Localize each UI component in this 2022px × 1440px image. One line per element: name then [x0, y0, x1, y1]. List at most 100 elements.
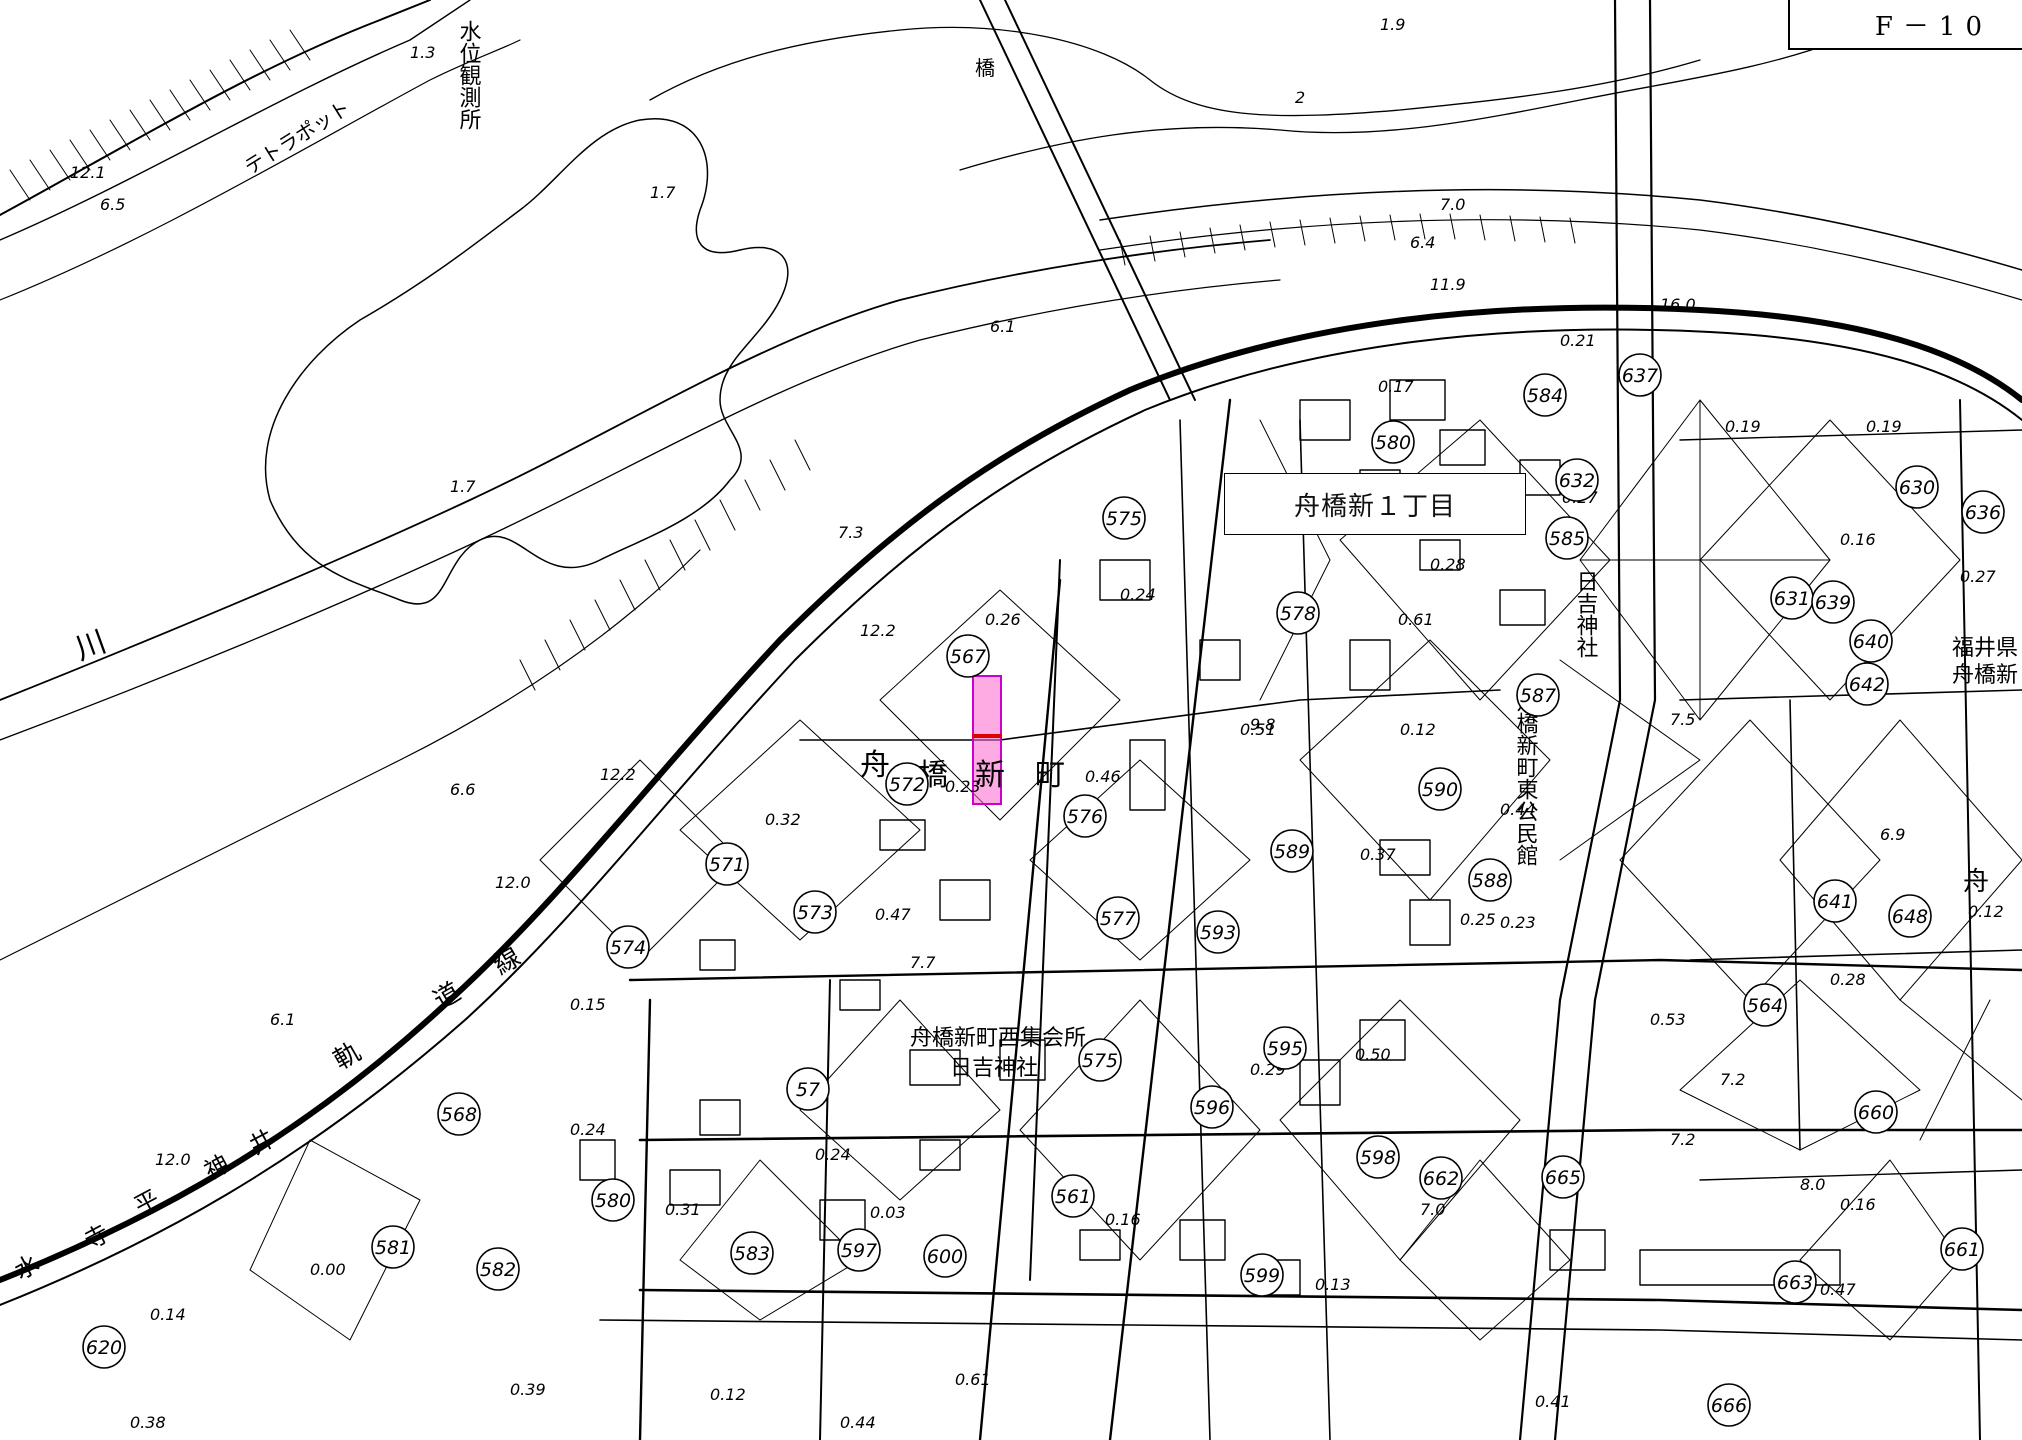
- sheet-number: F－10: [1874, 12, 1992, 42]
- river-bank-line: [649, 26, 1701, 117]
- river-bank-line: [959, 39, 1841, 171]
- lot-number-text: 661: [1944, 1239, 1980, 1261]
- lot-number-text: 665: [1545, 1167, 1581, 1189]
- shrine-west-label: 日吉神社: [950, 1056, 1038, 1081]
- area-name: 舟橋新１丁目: [1293, 491, 1456, 522]
- road: [1518, 0, 1622, 1440]
- lot-number-text: 666: [1711, 1395, 1747, 1417]
- lot-circle: [606, 925, 650, 969]
- road: [1699, 1169, 2022, 1181]
- lot-number-text: 573: [797, 902, 833, 924]
- road: [1108, 398, 1232, 1440]
- lot-number-text: 598: [1360, 1147, 1396, 1169]
- map-labels: 水位観測所 テトラポット 橋 川 舟 橋 新 町 道 線 軌 平 神 井 水 寺…: [10, 15, 2018, 1432]
- elevation-value: 1.3: [410, 43, 435, 62]
- rail-label-3: 軌: [329, 1037, 367, 1076]
- elevation-value: 0.21: [1560, 331, 1596, 350]
- road: [979, 0, 1171, 401]
- lot-number-text: 640: [1853, 631, 1889, 653]
- levee-hatch: [9, 29, 1576, 691]
- lot-number-text: 584: [1527, 385, 1563, 407]
- elevation-value: 12.2: [860, 621, 896, 640]
- road: [638, 998, 652, 1440]
- lot-number-text: 571: [709, 854, 745, 876]
- lot-number: 662: [1419, 1156, 1463, 1200]
- elevation-value: 0.16: [1840, 1195, 1876, 1214]
- lot-number-text: 620: [86, 1337, 122, 1359]
- road: [799, 689, 1501, 741]
- levee-line: [0, 279, 1281, 741]
- lot-number-text: 575: [1106, 508, 1142, 530]
- elevation-value: 6.1: [990, 317, 1015, 336]
- lot-circle: [476, 1247, 520, 1291]
- lot-number-text: 637: [1622, 365, 1658, 387]
- lot-circle: [730, 1231, 774, 1275]
- lot-circle: [786, 1067, 830, 1111]
- lot-circle: [1845, 662, 1889, 706]
- lot-circle: [946, 634, 990, 678]
- road: [1029, 559, 1061, 1281]
- lot-circle: [1270, 829, 1314, 873]
- hall-west-label: 舟橋新町西集会所: [910, 1026, 1086, 1051]
- lot-number-text: 648: [1892, 906, 1928, 928]
- lot-circle: [591, 1178, 635, 1222]
- lot-number-text: 57: [796, 1079, 820, 1101]
- lot-number: 642: [1845, 662, 1889, 706]
- lot-number-text: 572: [889, 774, 925, 796]
- elevation-value: 0.46: [1085, 767, 1121, 786]
- river-sandbar: [264, 117, 789, 605]
- lot-circle: [923, 1234, 967, 1278]
- elevation-value: 12.0: [155, 1150, 191, 1169]
- lot-circle: [1190, 1085, 1234, 1129]
- area-name-box: 舟橋新１丁目: [1224, 473, 1526, 535]
- lot-number: 660: [1854, 1090, 1898, 1134]
- sheet-number-box: F－10: [1788, 0, 2022, 50]
- elevation-value: 7.0: [1420, 1200, 1445, 1219]
- lot-circle: [1743, 983, 1787, 1027]
- elevation-value: 7.5: [1670, 710, 1695, 729]
- elevation-value: 12.0: [495, 873, 531, 892]
- elevation-value: 0.38: [130, 1413, 166, 1432]
- lot-circle: [885, 762, 929, 806]
- road: [638, 1128, 2022, 1142]
- lot-number-text: 593: [1200, 922, 1236, 944]
- lot-circle: [1418, 767, 1462, 811]
- lot-number: 580: [1371, 420, 1415, 464]
- lot-circle: [1849, 619, 1893, 663]
- lot-circle: [1895, 465, 1939, 509]
- elevation-value: 0.03: [870, 1203, 906, 1222]
- elevation-value: 0.50: [1355, 1045, 1391, 1064]
- elevation-value: 16.0: [1660, 295, 1696, 314]
- lot-number-text: 564: [1747, 995, 1783, 1017]
- lot-circle: [1419, 1156, 1463, 1200]
- fukui-label-1: 福井県: [1952, 636, 2018, 661]
- lot-number: 587: [1516, 673, 1560, 717]
- elevation-value: 9.8: [1250, 715, 1275, 734]
- lot-number-text: 585: [1549, 528, 1585, 550]
- elevation-value: 2: [1295, 88, 1305, 107]
- lot-number: 600: [923, 1234, 967, 1278]
- town-label-3: 新: [975, 758, 1005, 793]
- lot-number-text: 590: [1422, 779, 1458, 801]
- fukui-label-2: 舟橋新: [1952, 663, 2018, 688]
- lot-number-text: 581: [375, 1237, 411, 1259]
- lot-number: 666: [1707, 1383, 1751, 1427]
- road: [1789, 699, 1801, 1151]
- lot-circle: [1276, 591, 1320, 635]
- lot-circle: [1773, 1260, 1817, 1304]
- lot-number: 599: [1240, 1253, 1284, 1297]
- elevation-value: 7.0: [1440, 195, 1465, 214]
- lot-number: 577: [1096, 896, 1140, 940]
- lot-number-text: 660: [1858, 1102, 1894, 1124]
- lot-number: 640: [1849, 619, 1893, 663]
- lot-number: 620: [82, 1325, 126, 1369]
- lot-circle: [1196, 910, 1240, 954]
- lot-number-text: 574: [610, 937, 646, 959]
- elevation-value: 0.28: [1830, 970, 1866, 989]
- lot-number: 593: [1196, 910, 1240, 954]
- lot-number: 663: [1773, 1260, 1817, 1304]
- lot-number: 665: [1541, 1155, 1585, 1199]
- river-bank-line: [0, 0, 471, 241]
- lot-number: 582: [476, 1247, 520, 1291]
- lot-number: 589: [1270, 829, 1314, 873]
